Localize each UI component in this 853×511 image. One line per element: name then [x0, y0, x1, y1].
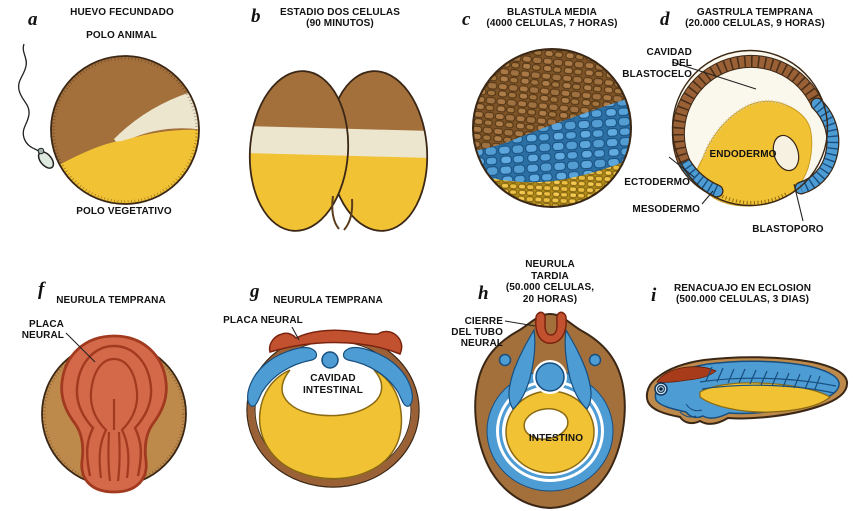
leader-placa-neural-f	[65, 332, 96, 363]
label-endodermo: ENDODERMO	[709, 149, 777, 160]
leader-blastoporo	[793, 183, 804, 222]
panel-subtitle-d: (20.000 CELULAS, 9 HORAS)	[685, 18, 825, 29]
leader-mesodermo	[701, 190, 714, 205]
panel-letter-c: c	[462, 9, 471, 30]
panel-title-f: NEURULA TEMPRANA	[56, 295, 166, 306]
late-neurula-figure	[474, 311, 626, 510]
panel-subtitle-b: (90 MINUTOS)	[306, 18, 374, 29]
panel-subtitle-i: (500.000 CELULAS, 3 DIAS)	[675, 294, 810, 305]
label-polo-vegetativo: POLO VEGETATIVO	[76, 206, 172, 217]
leader-placa-neural-g	[291, 326, 300, 341]
gastrula-figure	[668, 49, 840, 222]
panel-letter-h: h	[478, 283, 489, 304]
label-ectodermo: ECTODERMO	[624, 177, 690, 188]
leader-cavidad-blastocelo	[671, 61, 757, 90]
panel-title-h: NEURULA TARDIA (50.000 CELULAS, 20 HORAS…	[505, 259, 595, 305]
fertilized-egg-figure	[17, 43, 200, 205]
panel-title-c: BLASTULA MEDIA	[507, 7, 597, 18]
panel-title-d: GASTRULA TEMPRANA	[696, 7, 814, 18]
two-cell-figure	[246, 67, 432, 235]
blastula-figure	[472, 48, 632, 208]
tadpole-figure	[645, 356, 849, 425]
panel-letter-d: d	[660, 9, 670, 30]
label-polo-animal: POLO ANIMAL	[86, 30, 157, 41]
panel-title-a: HUEVO FECUNDADO	[70, 7, 174, 18]
label-cavidad-blastocelo: CAVIDAD DEL BLASTOCELO	[622, 47, 692, 80]
panel-title-i: RENACUAJO EN ECLOSION	[673, 283, 812, 294]
label-intestino: INTESTINO	[528, 433, 584, 444]
label-blastoporo: BLASTOPORO	[752, 224, 824, 235]
label-cavidad-intestinal: CAVIDAD INTESTINAL	[303, 373, 363, 396]
panel-subtitle-c: (4000 CELULAS, 7 HORAS)	[486, 18, 618, 29]
label-placa-neural-g: PLACA NEURAL	[223, 315, 303, 326]
panel-letter-f: f	[38, 279, 45, 300]
leader-cierre-tubo-neural	[504, 320, 536, 327]
sperm-cell	[17, 43, 55, 169]
panel-title-g: NEURULA TEMPRANA	[273, 295, 383, 306]
panel-letter-a: a	[28, 9, 38, 30]
panel-letter-i: i	[651, 285, 657, 306]
label-mesodermo: MESODERMO	[632, 204, 700, 215]
panel-letter-g: g	[250, 281, 260, 302]
panel-title-b: ESTADIO DOS CELULAS	[279, 7, 401, 18]
neurula-section-figure	[246, 326, 420, 488]
early-neurula-figure	[41, 332, 187, 494]
label-placa-neural-f: PLACA NEURAL	[21, 319, 64, 341]
leader-ectodermo	[668, 156, 695, 178]
label-cierre-tubo-neural: CIERRE DEL TUBO NEURAL	[451, 316, 503, 349]
panel-letter-b: b	[251, 6, 261, 27]
